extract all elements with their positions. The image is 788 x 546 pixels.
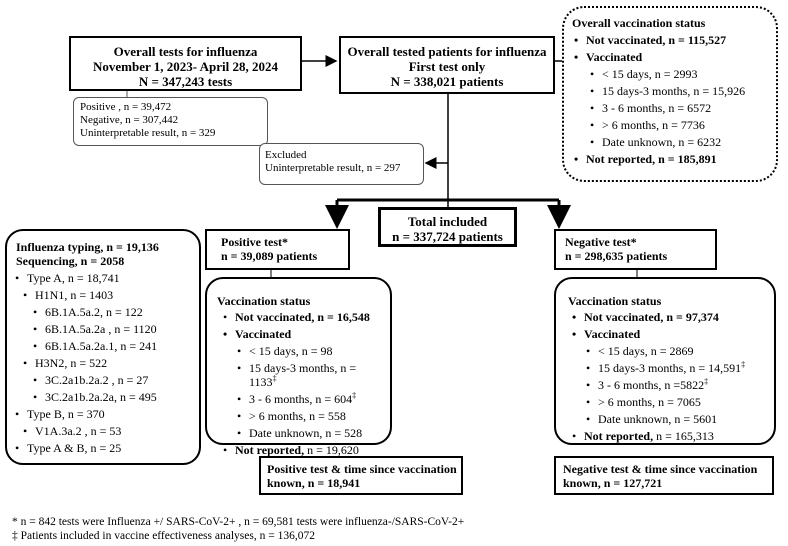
excluded-label: Excluded [265, 149, 307, 161]
negative-vax-item: < 15 days, n = 2869 [586, 344, 768, 358]
overall-tests-count: N = 347,243 tests [138, 74, 233, 89]
clade-item: 6B.1A.5a.2a , n = 1120 [33, 322, 191, 336]
positive-test-box: Positive test* n = 39,089 patients [205, 229, 350, 270]
positive-not-vaccinated-n: n = 16,548 [314, 310, 370, 324]
subtype-h3n2: H3N2, n = 522 [23, 356, 191, 370]
type-a: Type A, n = 18,741 [15, 271, 191, 285]
overall-tests-box: Overall tests for influenza November 1, … [69, 36, 302, 91]
negative-vax-item-text: 3 - 6 months, n =5822 [598, 378, 705, 392]
overall-vaccinated: Vaccinated [574, 50, 768, 64]
clade-item: 6B.1A.5a.2a.1, n = 241 [33, 339, 191, 353]
result-negative: Negative, n = 307,442 [80, 114, 179, 126]
positive-known-box: Positive test & time since vaccination k… [259, 456, 463, 495]
overall-patients-subtitle: First test only [408, 59, 486, 74]
negative-vax-item-text: 15 days-3 months, n = 14,591 [598, 361, 742, 375]
positive-vax-item: Date unknown, n = 528 [237, 426, 384, 440]
overall-not-vaccinated: Not vaccinated, n = 115,527 [574, 33, 768, 47]
sequencing-count: Sequencing, n = 2058 [16, 254, 125, 268]
clade-item: 3C.2a1b.2a.2 , n = 27 [33, 373, 191, 387]
overall-vax-item: Date unknown, n = 6232 [590, 135, 768, 149]
negative-known-line1: Negative test & time since vaccination [563, 462, 758, 476]
positive-not-reported-label: Not reported, [235, 443, 305, 457]
overall-vax-item: 3 - 6 months, n = 6572 [590, 101, 768, 115]
positive-not-vaccinated: Not vaccinated, n = 16,548 [223, 310, 384, 324]
overall-vax-item: < 15 days, n = 2993 [590, 67, 768, 81]
overall-patients-box: Overall tested patients for influenza Fi… [339, 36, 555, 94]
footnote-star: * n = 842 tests were Influenza +/ SARS-C… [12, 516, 465, 528]
negative-vaccinated: Vaccinated [572, 327, 768, 341]
overall-tests-title: Overall tests for influenza [113, 44, 258, 59]
negative-vax-item: Date unknown, n = 5601 [586, 412, 768, 426]
lineage-item: V1A.3a.2 , n = 53 [23, 424, 191, 438]
result-positive: Positive , n = 39,472 [80, 101, 172, 113]
overall-patients-title: Overall tested patients for influenza [347, 44, 547, 59]
positive-vax-item: < 15 days, n = 98 [237, 344, 384, 358]
positive-test-count: n = 39,089 patients [221, 249, 318, 263]
positive-vax-item: 15 days-3 months, n = 1133‡ [237, 361, 384, 389]
clade-item: 6B.1A.5a.2, n = 122 [33, 305, 191, 319]
overall-vax-item: > 6 months, n = 7736 [590, 118, 768, 132]
test-results-box: Positive , n = 39,472 Negative, n = 307,… [73, 97, 268, 146]
negative-not-reported: Not reported, n = 165,313 [572, 429, 768, 443]
positive-known-line1: Positive test & time since vaccination [267, 462, 457, 476]
positive-vax-item-text: < 15 days, n = 98 [249, 344, 333, 358]
total-included-box: Total included n = 337,724 patients [378, 207, 517, 247]
positive-vax-item-text: Date unknown, n = 528 [249, 426, 363, 440]
overall-patients-count: N = 338,021 patients [390, 74, 504, 89]
positive-vaccinated: Vaccinated [223, 327, 384, 341]
negative-vax-item-text: Date unknown, n = 5601 [598, 412, 718, 426]
typing-title: Influenza typing, n = 19,136 [16, 240, 159, 254]
negative-known-box: Negative test & time since vaccination k… [554, 456, 774, 495]
overall-not-reported: Not reported, n = 185,891 [574, 152, 768, 166]
positive-vax-item: > 6 months, n = 558 [237, 409, 384, 423]
excluded-box: Excluded Uninterpretable result, n = 297 [259, 143, 424, 185]
negative-vaccination-box: Vaccination status Not vaccinated, n = 9… [554, 277, 776, 445]
negative-not-vaccinated: Not vaccinated, n = 97,374 [572, 310, 768, 324]
total-included-count: n = 337,724 patients [392, 229, 503, 244]
negative-vax-title: Vaccination status [568, 294, 662, 308]
positive-not-vaccinated-label: Not vaccinated, [235, 310, 315, 324]
negative-test-title: Negative test* [565, 235, 637, 249]
positive-vax-item-mark: ‡ [272, 374, 277, 383]
positive-vax-item-text: 3 - 6 months, n = 604 [249, 392, 353, 406]
positive-vax-item: 3 - 6 months, n = 604‡ [237, 391, 384, 407]
negative-not-reported-n: n = 165,313 [653, 429, 714, 443]
subtype-h1n1: H1N1, n = 1403 [23, 288, 191, 302]
overall-vaccination-title: Overall vaccination status [572, 16, 706, 30]
overall-tests-period: November 1, 2023- April 28, 2024 [93, 59, 278, 74]
positive-vax-title: Vaccination status [217, 294, 311, 308]
negative-known-line2: known, n = 127,721 [563, 476, 663, 490]
negative-not-reported-label: Not reported, [584, 429, 654, 443]
result-uninterpretable: Uninterpretable result, n = 329 [80, 127, 216, 139]
negative-test-count: n = 298,635 patients [565, 249, 668, 263]
influenza-typing-box: Influenza typing, n = 19,136 Sequencing,… [5, 229, 201, 465]
negative-vax-item-text: < 15 days, n = 2869 [598, 344, 694, 358]
overall-vax-item: 15 days-3 months, n = 15,926 [590, 84, 768, 98]
total-included-title: Total included [407, 214, 488, 229]
positive-not-reported: Not reported, n = 19,620 [223, 443, 384, 457]
negative-vax-item: > 6 months, n = 7065 [586, 395, 768, 409]
positive-known-line2: known, n = 18,941 [267, 476, 361, 490]
positive-vax-item-text: > 6 months, n = 558 [249, 409, 346, 423]
negative-vax-item-text: > 6 months, n = 7065 [598, 395, 701, 409]
negative-vax-item-mark: ‡ [741, 360, 746, 369]
positive-not-reported-n: n = 19,620 [304, 443, 359, 457]
clade-item: 3C.2a1b.2a.2a, n = 495 [33, 390, 191, 404]
excluded-reason: Uninterpretable result, n = 297 [265, 162, 401, 174]
positive-vax-item-mark: ‡ [352, 391, 357, 400]
negative-vax-item: 15 days-3 months, n = 14,591‡ [586, 360, 768, 376]
negative-vax-item-mark: ‡ [704, 377, 709, 386]
type-a-and-b: Type A & B, n = 25 [15, 441, 191, 455]
overall-vaccination-box: Overall vaccination status Not vaccinate… [562, 6, 778, 182]
footnote-dagger: ‡ Patients included in vaccine effective… [12, 530, 315, 542]
type-b: Type B, n = 370 [15, 407, 191, 421]
positive-test-title: Positive test* [221, 235, 288, 249]
negative-vax-item: 3 - 6 months, n =5822‡ [586, 377, 768, 393]
positive-vaccination-box: Vaccination status Not vaccinated, n = 1… [205, 277, 392, 457]
negative-test-box: Negative test* n = 298,635 patients [554, 229, 717, 270]
positive-vax-item-text: 15 days-3 months, n = 1133 [249, 361, 357, 389]
